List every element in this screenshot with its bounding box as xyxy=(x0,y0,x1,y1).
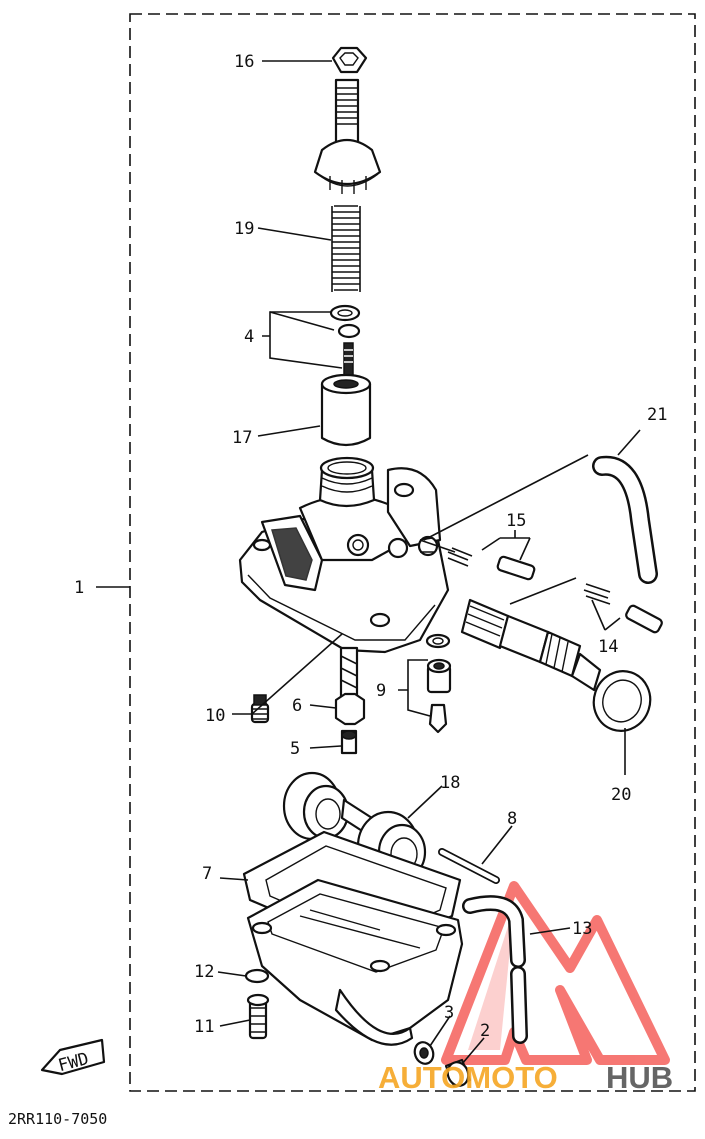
callout-12: 12 xyxy=(194,962,214,982)
drain-screw xyxy=(444,1058,472,1088)
callout-11: 11 xyxy=(194,1017,214,1037)
callout-1: 1 xyxy=(74,578,84,598)
callout-10: 10 xyxy=(205,706,225,726)
overflow-hose xyxy=(462,895,528,1044)
callout-8: 8 xyxy=(507,809,517,829)
leader-lines xyxy=(96,60,641,1065)
needle-jet xyxy=(334,646,366,755)
throttle-valve xyxy=(320,373,372,447)
forward-arrow-icon: FWD xyxy=(40,1038,106,1076)
pilot-screw xyxy=(250,694,270,724)
callout-19: 19 xyxy=(234,219,254,239)
float-valve-seat xyxy=(425,633,452,734)
callout-4: 4 xyxy=(244,327,254,347)
callout-21: 21 xyxy=(647,405,667,425)
air-screw-set-upper xyxy=(447,547,536,581)
carburetor-body xyxy=(238,456,450,654)
throttle-spring xyxy=(331,205,361,292)
watermark-text: AUTOMOTO HUB xyxy=(378,1060,673,1095)
callout-7: 7 xyxy=(202,864,212,884)
callout-15: 15 xyxy=(506,511,526,531)
callout-18: 18 xyxy=(440,773,460,793)
watermark-brand-right: HUB xyxy=(606,1060,673,1095)
float-chamber xyxy=(246,878,464,1046)
callout-13: 13 xyxy=(572,919,592,939)
fuel-hose-upper xyxy=(592,455,658,584)
callout-3: 3 xyxy=(444,1003,454,1023)
callout-17: 17 xyxy=(232,428,252,448)
mixing-chamber-top xyxy=(313,46,382,194)
callout-14: 14 xyxy=(598,637,618,657)
air-screw-set-lower xyxy=(583,583,663,634)
drain-screw-washer xyxy=(413,1041,435,1065)
callouts: 16 19 4 17 1 21 15 14 20 10 6 5 9 18 8 7… xyxy=(74,52,667,1041)
callout-16: 16 xyxy=(234,52,254,72)
callout-6: 6 xyxy=(292,696,302,716)
callout-5: 5 xyxy=(290,739,300,759)
callout-20: 20 xyxy=(611,785,631,805)
float-chamber-screw xyxy=(244,968,270,1040)
drawing-code: 2RR110-7050 xyxy=(8,1110,107,1128)
watermark-brand-left: AUTOMOTO xyxy=(378,1060,558,1095)
callout-2: 2 xyxy=(480,1021,490,1041)
callout-9: 9 xyxy=(376,681,386,701)
watermark-logo xyxy=(441,881,670,1065)
assembly-border xyxy=(129,13,696,1092)
starter-plunger xyxy=(460,598,652,732)
needle-clip-set xyxy=(329,304,361,384)
